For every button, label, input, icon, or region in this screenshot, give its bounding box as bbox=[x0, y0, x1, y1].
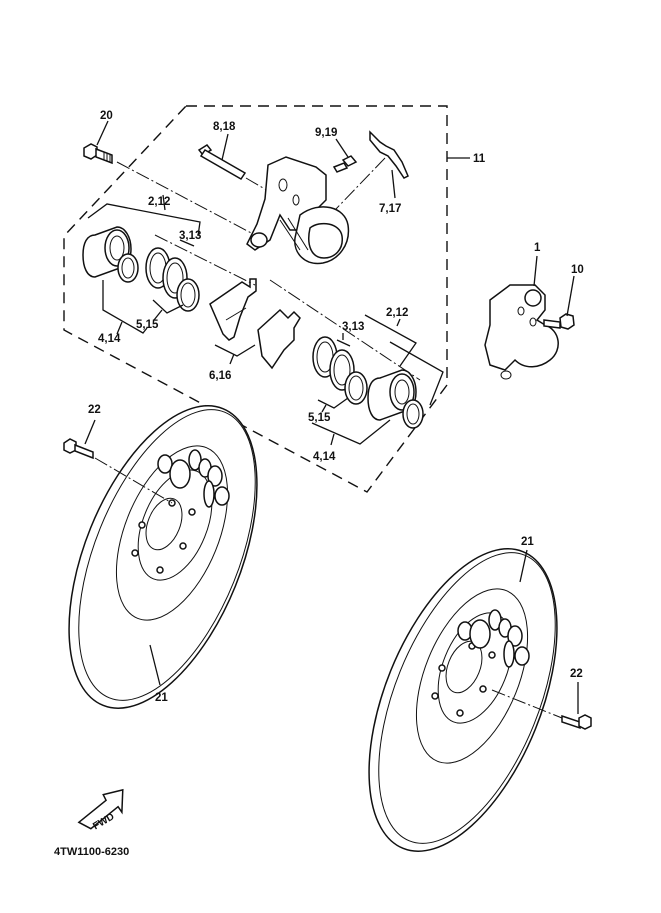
callout-4-14-left: 4,14 bbox=[98, 333, 121, 345]
callout-11: 11 bbox=[473, 153, 486, 165]
brake-pad-6-16 bbox=[209, 278, 257, 341]
leader-10 bbox=[566, 275, 575, 317]
piston-seals-right-3-13-5-15 bbox=[312, 336, 368, 405]
brake-disc-right-21 bbox=[368, 548, 558, 852]
leader-9-19 bbox=[335, 138, 349, 158]
part-code: 4TW1100-6230 bbox=[54, 846, 129, 858]
leader-22-left bbox=[84, 419, 96, 445]
callout-22-left: 22 bbox=[88, 404, 101, 416]
axis-line-pads bbox=[269, 279, 421, 381]
callout-8-18: 8,18 bbox=[213, 121, 236, 133]
callout-10: 10 bbox=[571, 264, 584, 276]
bracket-6-16 bbox=[214, 344, 256, 365]
callout-20: 20 bbox=[100, 110, 113, 122]
caliper-body-assembly bbox=[246, 156, 350, 265]
callout-21-right: 21 bbox=[521, 536, 534, 548]
dust-seal-left-4-14 bbox=[117, 253, 139, 283]
callout-5-15-left: 5,15 bbox=[136, 319, 159, 331]
bracket-2-12-right bbox=[364, 314, 417, 367]
leader-20 bbox=[96, 120, 109, 146]
bolt-22-right bbox=[561, 714, 592, 730]
callout-3-13-right: 3,13 bbox=[342, 321, 364, 333]
leader-21-right bbox=[519, 549, 528, 583]
bracket-4-14-left bbox=[102, 280, 148, 335]
piston-seals-left-3-13-5-15 bbox=[145, 247, 200, 312]
callout-7-17: 7,17 bbox=[379, 203, 401, 215]
callout-9-19: 9,19 bbox=[315, 127, 337, 139]
assembly-boundary-11 bbox=[63, 105, 448, 493]
leader-8-18 bbox=[221, 133, 229, 161]
leader-21-left bbox=[149, 644, 161, 686]
brake-disc-left-21 bbox=[68, 405, 258, 709]
callout-1: 1 bbox=[534, 242, 541, 254]
bleed-screw-9-19 bbox=[332, 155, 358, 173]
bolt-22-left bbox=[63, 438, 94, 460]
pad-spring-clip-7-17 bbox=[369, 130, 409, 179]
callout-2-12-left: 2,12 bbox=[148, 196, 170, 208]
caliper-assembly-1 bbox=[484, 284, 559, 380]
axis-line-clip bbox=[334, 157, 386, 211]
axis-line-pads-2 bbox=[154, 234, 256, 286]
bolt-10 bbox=[543, 313, 575, 330]
axis-line-bolt-22-left bbox=[94, 457, 173, 504]
callout-2-12-right: 2,12 bbox=[386, 307, 408, 319]
pad-shim-6-16 bbox=[257, 308, 301, 370]
leader-7-17 bbox=[391, 169, 396, 199]
bracket-4-14-right bbox=[311, 419, 391, 446]
axis-line-bolt-20 bbox=[116, 161, 256, 236]
bracket-2-12-right-b bbox=[389, 341, 444, 406]
callout-6-16: 6,16 bbox=[209, 370, 231, 382]
bracket-3-13-right bbox=[336, 333, 351, 347]
bracket-3-13-left bbox=[179, 239, 195, 247]
dust-seal-right-4-14 bbox=[402, 399, 424, 429]
callout-4-14-right: 4,14 bbox=[313, 451, 336, 463]
callout-22-right: 22 bbox=[570, 668, 583, 680]
forward-arrow-icon: FWD bbox=[77, 788, 124, 832]
bolt-20 bbox=[83, 143, 113, 165]
bracket-5-15-right bbox=[317, 397, 349, 413]
bracket-2-12-left bbox=[87, 194, 201, 237]
leader-1 bbox=[533, 255, 538, 287]
callout-21-left: 21 bbox=[155, 692, 168, 704]
axis-line-bolt-22-right bbox=[491, 689, 563, 719]
slide-pin-8-18 bbox=[197, 144, 247, 181]
callout-5-15-right: 5,15 bbox=[308, 412, 331, 424]
callout-3-13-left: 3,13 bbox=[179, 230, 201, 242]
bracket-5-15-left bbox=[152, 299, 184, 321]
